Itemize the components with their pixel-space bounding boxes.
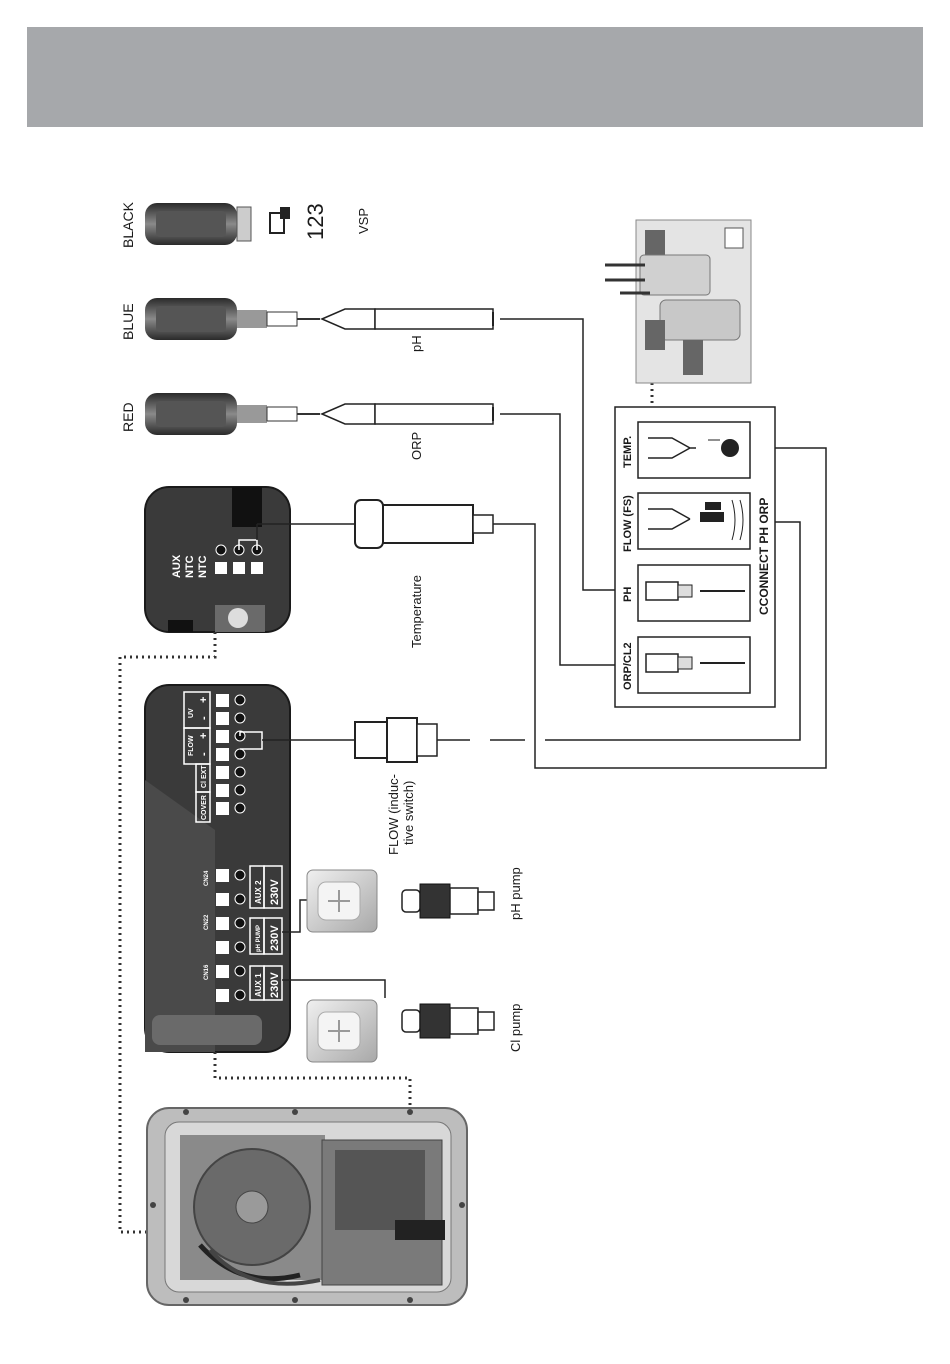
terminal-panel-small (145, 487, 290, 632)
ph-pump-graphic (282, 870, 494, 932)
ph-label: pH (409, 335, 424, 352)
flow-switch (262, 718, 470, 762)
temperature-label: Temperature (409, 575, 424, 648)
probe-holder-red (145, 393, 320, 435)
label-flow: FLOW (188, 735, 195, 756)
probe-holder-blue (145, 298, 320, 340)
slot-orp-cl2: ORP/CL2 (622, 642, 634, 690)
probe-manifold (605, 220, 751, 383)
label-cn24: CN24 (204, 870, 210, 886)
vsp-icon (270, 207, 290, 233)
label-230v-ph: 230V (269, 925, 281, 951)
label-red: RED (120, 402, 136, 432)
label-ntc-2: NTC (197, 555, 209, 578)
label-ntc-1: NTC (184, 555, 196, 578)
controller-housing (147, 1108, 467, 1305)
vsp-label: VSP (356, 208, 371, 234)
label-aux: AUX (171, 554, 183, 578)
probe-holder-black (145, 203, 251, 245)
label-aux2: AUX 2 (254, 880, 263, 904)
label-cover: COVER (201, 795, 208, 820)
label-cl-ext: Cl EXT (201, 765, 208, 788)
orp-electrode (322, 404, 493, 424)
label-flow-minus: - (198, 752, 210, 756)
slot-flow-fs: FLOW (FS) (622, 495, 634, 552)
label-cn16: CN16 (204, 964, 210, 980)
label-flow-plus: + (198, 733, 210, 739)
label-aux1: AUX 1 (254, 973, 263, 997)
label-uv-minus: - (198, 716, 210, 720)
cl-pump-label: Cl pump (508, 1004, 523, 1052)
label-cn22: CN22 (204, 914, 210, 930)
ph-electrode (322, 309, 493, 329)
label-uv-plus: + (198, 697, 210, 703)
slot-ph: PH (622, 587, 634, 602)
connect-box (615, 407, 775, 707)
slot-temp: TEMP. (622, 436, 634, 468)
ph-pump-label: pH pump (508, 867, 523, 920)
orp-label: ORP (409, 432, 424, 460)
connect-box-title: CCONNECT PH ORP (757, 498, 771, 615)
vsp-number: 123 (303, 203, 328, 240)
temperature-sensor (257, 500, 493, 548)
cl-pump-graphic (282, 980, 494, 1062)
label-uv: UV (188, 708, 195, 718)
label-230v-aux2: 230V (269, 879, 281, 905)
label-blue: BLUE (120, 303, 136, 340)
label-black: BLACK (120, 201, 136, 248)
label-ph-pump-terminal: pH PUMP (256, 925, 262, 952)
label-230v-aux1: 230V (269, 972, 281, 998)
flow-label-line2: tive switch) (401, 781, 416, 845)
flow-label-line1: FLOW (induc- (386, 774, 401, 855)
